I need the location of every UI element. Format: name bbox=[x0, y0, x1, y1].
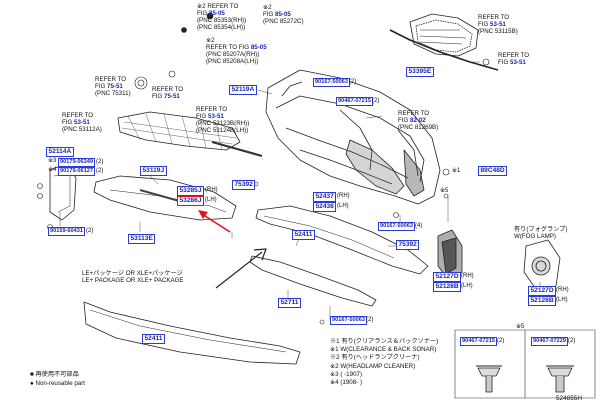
part-90467-07215[interactable]: 90467-07215 bbox=[336, 97, 373, 106]
direction-arrow-art bbox=[215, 251, 263, 289]
fig-link[interactable]: 53-51 bbox=[208, 113, 224, 120]
fig-link[interactable]: 75-51 bbox=[107, 83, 123, 90]
part-90467-07229-clip[interactable]: 90467-07229 bbox=[531, 337, 568, 346]
part-52437[interactable]: 52437 bbox=[313, 192, 337, 202]
ref-85-05-cover[interactable]: ※2 REFER TO FIG 85-05 (PNC 85207A(RH)) (… bbox=[206, 37, 267, 65]
ref-line1: ※2 REFER TO bbox=[197, 3, 239, 10]
ref-85-05-nozzle[interactable] bbox=[205, 4, 207, 11]
part-52128B[interactable]: 52128B bbox=[433, 282, 462, 292]
lower-grille-mesh-art bbox=[117, 111, 241, 151]
fig-link[interactable]: 85-05 bbox=[209, 10, 225, 17]
part-52438[interactable]: 52438 bbox=[313, 202, 337, 212]
lower-bumper-art bbox=[249, 205, 429, 307]
part-90179-06349[interactable]: 90179-06349 bbox=[58, 158, 95, 167]
ref-75-51-b[interactable]: REFER TO FIG 75-51 bbox=[152, 86, 184, 100]
fog-lamp-bezel-w-fog-art bbox=[523, 239, 561, 293]
part-90467-07215-clip[interactable]: 90467-07215 bbox=[460, 337, 497, 346]
fig-link[interactable]: 53-51 bbox=[490, 21, 506, 28]
le-package-garnish-art bbox=[83, 301, 301, 365]
part-52119A[interactable]: 52119A bbox=[229, 85, 257, 95]
part-52411-b[interactable]: 52411 bbox=[142, 334, 165, 344]
diagram-id: 524855H bbox=[556, 395, 582, 402]
highlight-arrow bbox=[198, 210, 231, 233]
ref-85-05-headlamp-washer[interactable]: ※2 REFER TO FIG 85-05 (PNC 85353(RH)) (P… bbox=[197, 3, 247, 31]
ref-82-02-wire[interactable]: REFER TO FIG 82-02 (PNC 81269B) bbox=[398, 110, 439, 131]
part-90179-06127[interactable]: 90179-06127 bbox=[58, 167, 95, 176]
part-75392-a[interactable]: 75392 bbox=[232, 180, 256, 190]
part-52127D-fog[interactable]: 52127D bbox=[528, 286, 557, 296]
footnotes: ※1 有り(クリアランス＆バックソナー) ※1 W(CLEARANCE & BA… bbox=[330, 338, 439, 387]
part-53395E[interactable]: 53395E bbox=[406, 67, 434, 77]
package-note: LE+パッケージ OR XLE+パッケージ LE+ PACKAGE OR XLE… bbox=[82, 270, 184, 284]
fog-lamp-bezel-art bbox=[437, 229, 463, 283]
legend: ■ 再使用不可部品 ● Non-reusable part bbox=[30, 371, 86, 387]
ref-53-51-grille[interactable]: REFER TO FIG 53-51 (PNC 53112A) bbox=[62, 112, 102, 133]
ref-75-51-emblem[interactable]: REFER TO FIG 75-51 (PNC 75311) bbox=[95, 76, 131, 97]
fig-link[interactable]: 85-05 bbox=[275, 11, 291, 18]
part-53286J-highlighted[interactable]: 53286J bbox=[177, 196, 205, 206]
part-90159-60431[interactable]: 90159-60431 bbox=[48, 227, 85, 236]
front-bumper-cover-art bbox=[265, 69, 441, 205]
fig-link[interactable]: 53-51 bbox=[510, 59, 526, 66]
part-75392-b[interactable]: 75392 bbox=[396, 240, 420, 250]
ref-85-05-cap[interactable]: ※2 FIG 85-05 (PNC 85272C) bbox=[263, 4, 304, 25]
ref-53-51-c[interactable]: REFER TO FIG 53-51 bbox=[498, 52, 530, 66]
part-53119J[interactable]: 53119J bbox=[140, 166, 167, 176]
fig-link[interactable]: 53-51 bbox=[74, 119, 90, 126]
part-52128B-fog[interactable]: 52128B bbox=[528, 296, 557, 306]
legend-dot-icon: ● bbox=[30, 380, 34, 387]
part-53113E[interactable]: 53113E bbox=[128, 234, 156, 244]
fig-link[interactable]: 85-05 bbox=[250, 44, 267, 51]
fog-lamp-note: 有り(フォグランプ) W(FOG LAMP) bbox=[514, 226, 568, 240]
ref-53-51-upper[interactable]: REFER TO FIG 53-51 (PNC 53115B) bbox=[478, 14, 518, 35]
legend-square-icon: ■ bbox=[30, 371, 34, 378]
part-52127D[interactable]: 52127D bbox=[433, 272, 462, 282]
clip-detail-box bbox=[454, 329, 596, 399]
fig-link[interactable]: 75-51 bbox=[164, 93, 180, 100]
molding-strip-art bbox=[211, 140, 263, 158]
ref-53-51-molding[interactable]: REFER TO FIG 53-51 (PNC 53123B(RH)) (PNC… bbox=[196, 106, 250, 134]
fig-link[interactable]: 82-02 bbox=[410, 117, 426, 124]
upper-grille-art bbox=[389, 13, 499, 71]
part-52411-a[interactable]: 52411 bbox=[292, 230, 315, 240]
part-89C48D[interactable]: 89C48D bbox=[478, 166, 508, 176]
part-90167-50063-bot[interactable]: 90167-50063 bbox=[330, 316, 367, 325]
part-90167-50063-mid[interactable]: 90167-50063 bbox=[378, 222, 415, 231]
part-52711[interactable]: 52711 bbox=[278, 298, 301, 308]
part-90167-50063-top[interactable]: 90167-50063 bbox=[313, 78, 350, 87]
part-53285J[interactable]: 53285J bbox=[177, 186, 205, 196]
part-52114A[interactable]: 52114A bbox=[46, 147, 74, 157]
